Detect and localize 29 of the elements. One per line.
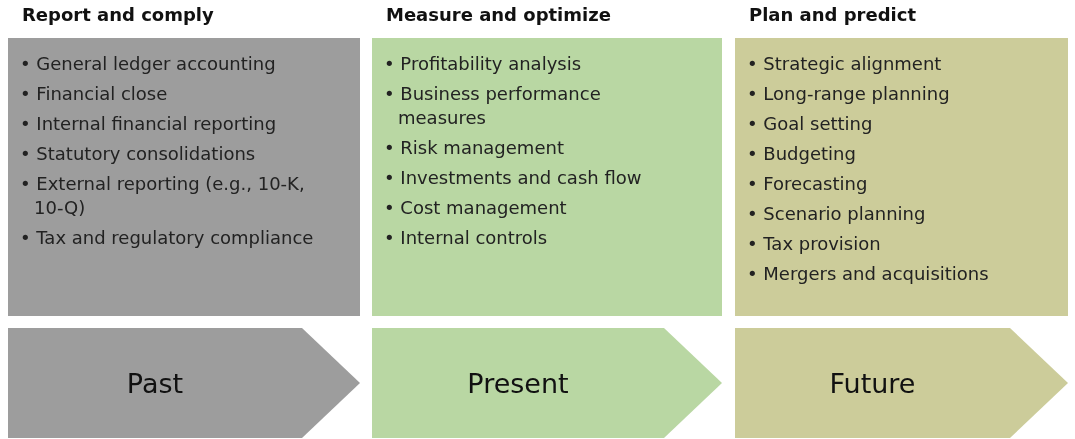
timeframe-label: Present [467, 367, 569, 399]
list-item: • Tax and regulatory compliance [20, 226, 315, 250]
list-item: • Budgeting [747, 142, 857, 166]
column-heading: Plan and predict [749, 4, 916, 25]
column-heading: Measure and optimize [386, 4, 611, 25]
timeframe-label: Past [126, 367, 184, 399]
timeline-shape [735, 328, 1068, 438]
timeline-shape [372, 328, 722, 438]
list-item: • External reporting (e.g., 10-K, 10-Q) [20, 172, 306, 220]
list-item: • Investments and cash flow [384, 166, 643, 190]
list-item: • Cost management [384, 196, 568, 220]
list-item: • Business performance measures [384, 82, 602, 130]
list-item: • Profitability analysis [384, 52, 583, 76]
list-item: • Financial close [20, 82, 169, 106]
column-heading: Report and comply [22, 4, 214, 25]
timeframe-label: Future [829, 367, 916, 399]
timeline-shape [8, 328, 360, 438]
list-item: • Statutory consolidations [20, 142, 257, 166]
list-item: • Tax provision [747, 232, 882, 256]
list-item: • Scenario planning [747, 202, 927, 226]
list-item: • Internal financial reporting [20, 112, 278, 136]
list-item: • Internal controls [384, 226, 549, 250]
list-item: • Forecasting [747, 172, 869, 196]
list-item: • Risk management [384, 136, 565, 160]
list-item: • Long-range planning [747, 82, 951, 106]
list-item: • Mergers and acquisitions [747, 262, 990, 286]
list-item: • General ledger accounting [20, 52, 277, 76]
list-item: • Goal setting [747, 112, 874, 136]
list-item: • Strategic alignment [747, 52, 943, 76]
